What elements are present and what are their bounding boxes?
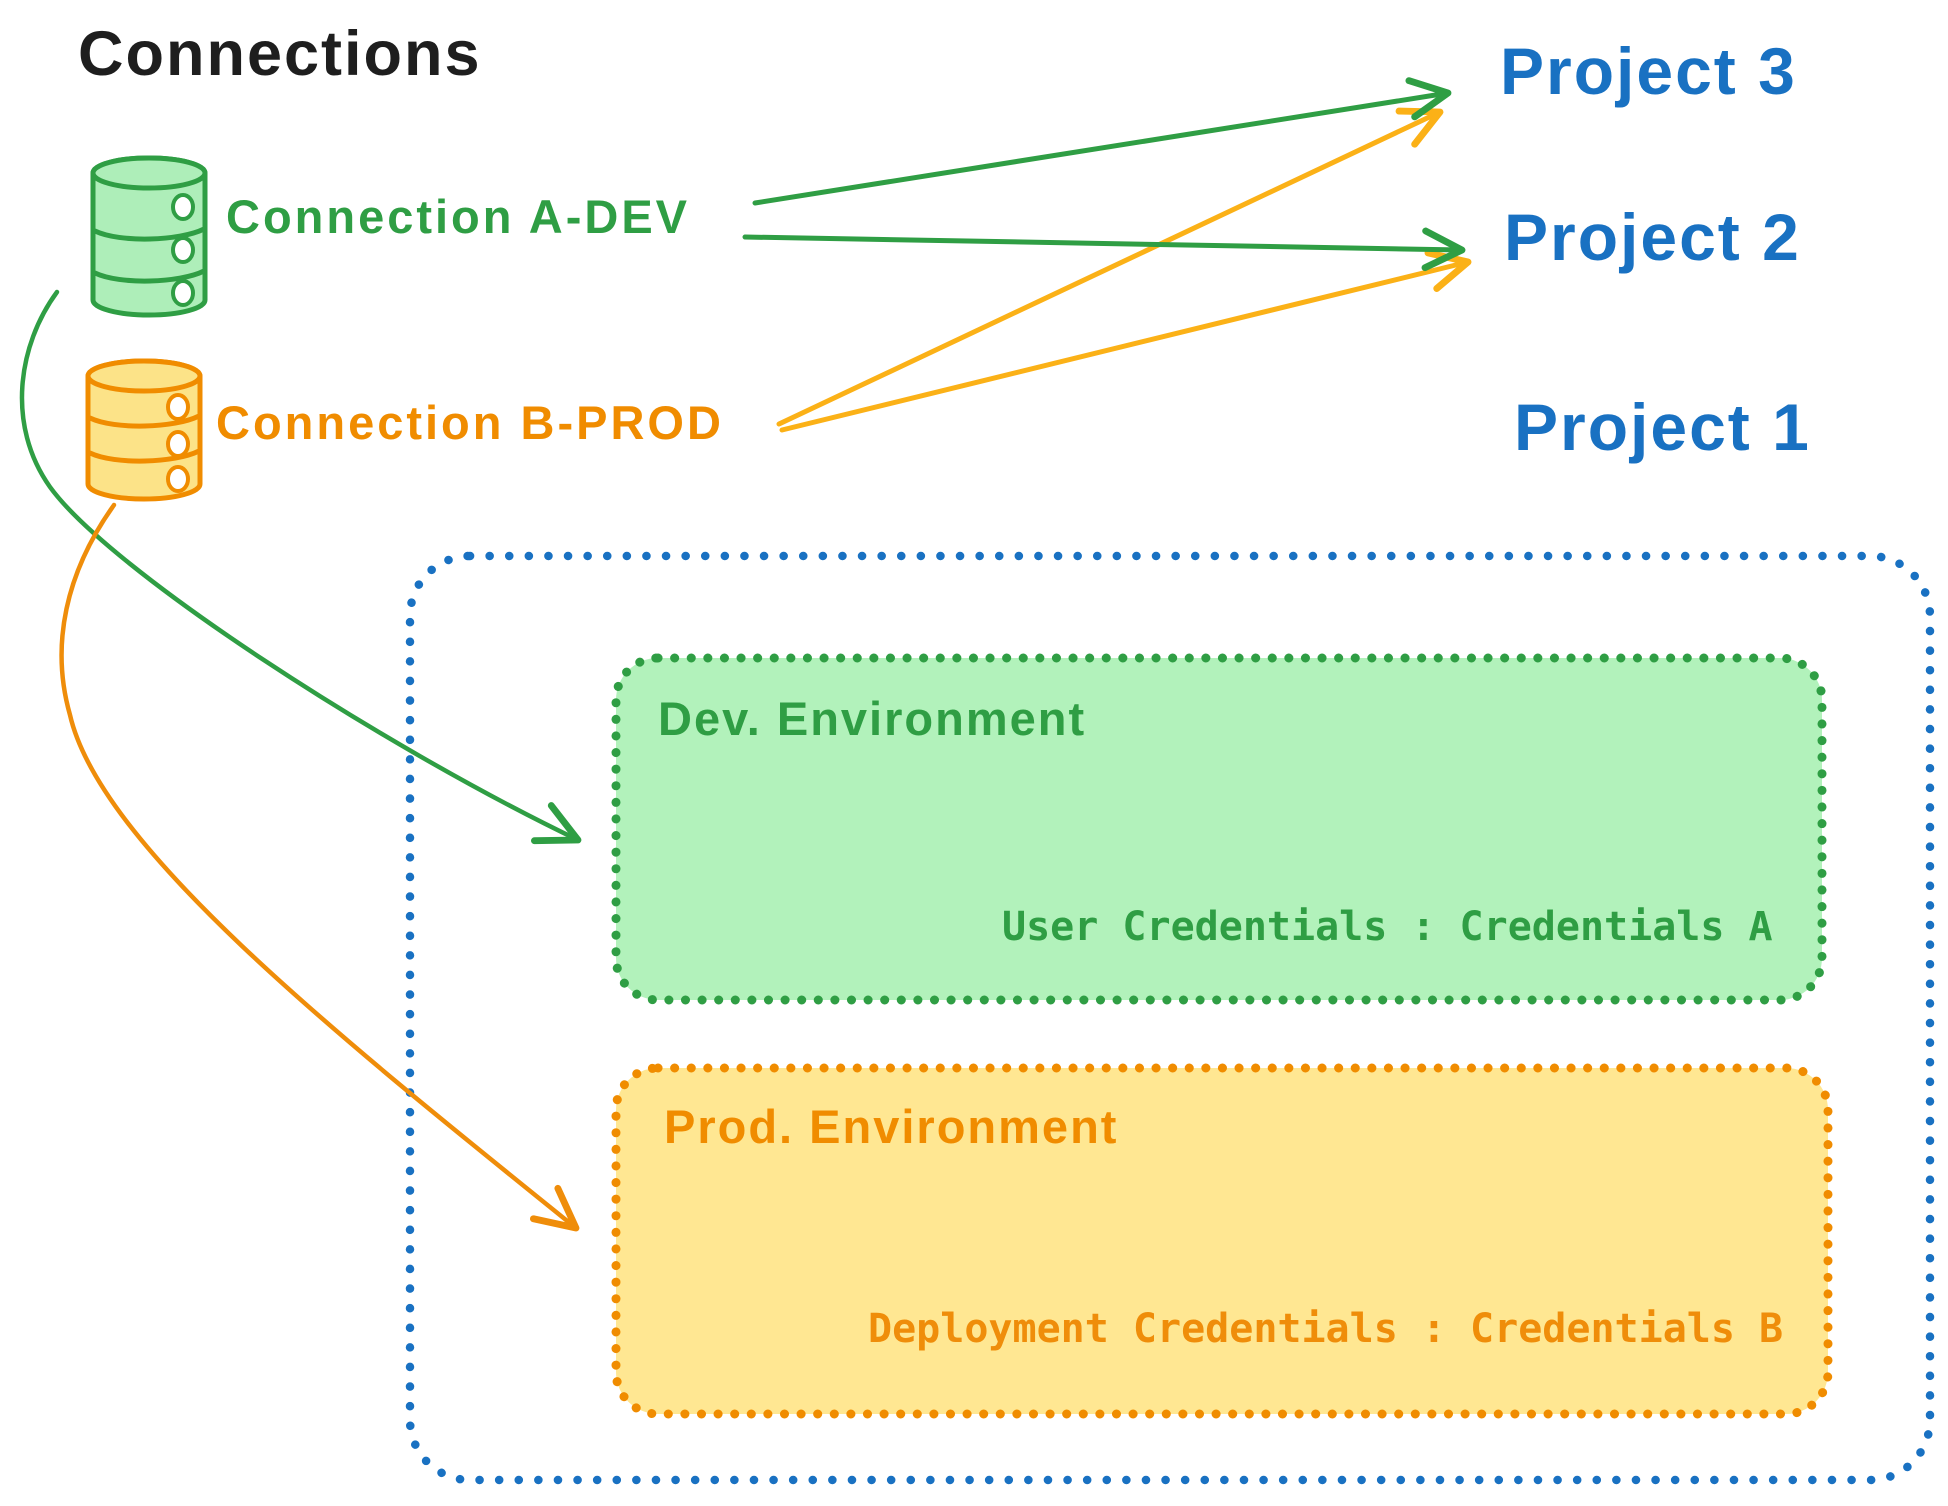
diagram-title: Connections <box>78 19 482 89</box>
database-icon-prod <box>85 358 203 502</box>
arrow-bprod-to-prod-environment <box>59 502 580 1232</box>
arrow-bprod-to-project3 <box>776 107 1444 427</box>
prod-environment-credentials: Deployment Credentials : Credentials B <box>868 1306 1784 1352</box>
connection-adev-label: Connection A-DEV <box>226 190 691 243</box>
arrow-adev-to-project2 <box>742 227 1466 272</box>
prod-environment-box <box>611 1063 1833 1419</box>
prod-environment-title: Prod. Environment <box>664 1100 1119 1153</box>
arrow-adev-to-dev-environment <box>19 289 582 845</box>
database-icon-dev <box>90 155 208 318</box>
dev-environment-title: Dev. Environment <box>658 692 1087 745</box>
arrow-adev-to-project3 <box>752 77 1452 206</box>
project1-label: Project 1 <box>1514 390 1811 464</box>
dev-environment-box <box>611 653 1827 1005</box>
project1-container-box <box>405 551 1935 1485</box>
project3-label: Project 3 <box>1500 34 1797 108</box>
arrow-bprod-to-project2 <box>779 249 1472 433</box>
connection-bprod-label: Connection B-PROD <box>216 396 724 449</box>
project2-label: Project 2 <box>1504 200 1801 274</box>
dev-environment-credentials: User Credentials : Credentials A <box>1002 904 1773 950</box>
